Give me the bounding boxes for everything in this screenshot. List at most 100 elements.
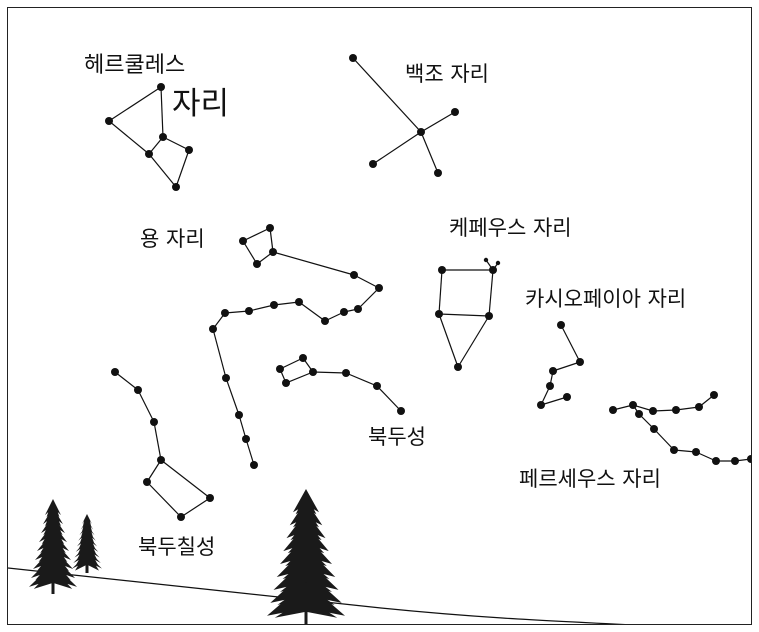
cassiopeia-label: 카시오페이아 자리 (525, 289, 686, 310)
star (245, 307, 253, 315)
bigdipper-edge (147, 482, 181, 517)
star (649, 407, 657, 415)
star (276, 365, 284, 373)
star (282, 379, 290, 387)
bigdipper-edge (138, 390, 154, 422)
star (397, 407, 405, 415)
draco-edge (243, 228, 270, 241)
star (635, 410, 643, 418)
star (695, 403, 703, 411)
cygnus-label: 백조 자리 (405, 64, 489, 85)
draco-label: 용 자리 (140, 229, 205, 250)
star (105, 117, 113, 125)
star (557, 321, 565, 329)
star (143, 478, 151, 486)
draco-stars (209, 224, 383, 469)
star (321, 317, 329, 325)
littledipper-lines (280, 358, 401, 411)
cepheus-edge (439, 314, 458, 367)
bigdipper-edge (154, 422, 161, 460)
star (270, 301, 278, 309)
hercules-edge (109, 121, 149, 154)
star (111, 368, 119, 376)
draco-edge (213, 329, 226, 378)
perseus-edge (751, 437, 752, 459)
star (209, 325, 217, 333)
draco-edge (354, 275, 379, 288)
cepheus-edge (439, 270, 442, 314)
star (157, 83, 165, 91)
littledipper-edge (346, 373, 377, 386)
littledipper-edge (286, 372, 313, 383)
star (242, 435, 250, 443)
big-dipper-label: 북두칠성 (138, 537, 215, 558)
star (537, 401, 545, 409)
star (417, 128, 425, 136)
star (373, 382, 381, 390)
star (134, 386, 142, 394)
cassiopeia-lines (541, 325, 580, 405)
star (266, 224, 274, 232)
star (546, 382, 554, 390)
perseus-label: 페르세우스 자리 (519, 469, 661, 490)
bigdipper-edge (161, 460, 210, 498)
littledipper-edge (313, 372, 346, 373)
star (576, 358, 584, 366)
bigdipper-edge (181, 498, 210, 517)
star (451, 108, 459, 116)
cassiopeia-stars (537, 321, 584, 409)
draco-edge (358, 288, 379, 309)
draco-edge (273, 252, 354, 275)
pine-tree-small (72, 514, 102, 573)
star (150, 418, 158, 426)
perseus-stars (609, 391, 752, 465)
star (350, 271, 358, 279)
star (342, 369, 350, 377)
star (250, 461, 258, 469)
draco-edge (243, 241, 257, 264)
constellation-map (8, 8, 752, 625)
cygnus-edge (421, 132, 438, 173)
star (157, 456, 165, 464)
star (692, 448, 700, 456)
star (454, 363, 462, 371)
star (670, 446, 678, 454)
star (222, 374, 230, 382)
star-map-frame (7, 7, 752, 625)
little-dipper-label: 북두성 (368, 427, 426, 448)
star (295, 298, 303, 306)
star (340, 308, 348, 316)
draco-edge (226, 378, 239, 415)
star (269, 248, 277, 256)
star (185, 146, 193, 154)
star (206, 494, 214, 502)
hercules-edge (176, 150, 189, 187)
star (172, 183, 180, 191)
draco-lines (213, 228, 379, 465)
draco-edge (299, 302, 325, 321)
star (253, 260, 261, 268)
star (731, 457, 739, 465)
bigdipper-lines (115, 372, 210, 517)
hercules-label-1: 헤르쿨레스 (84, 55, 185, 77)
cepheus-edge (458, 316, 489, 367)
star (629, 401, 637, 409)
star (710, 391, 718, 399)
star (438, 266, 446, 274)
star (712, 457, 720, 465)
star (221, 309, 229, 317)
star (609, 406, 617, 414)
littledipper-stars (276, 354, 405, 415)
cepheus-edge (439, 314, 489, 316)
perseus-edge (654, 429, 674, 450)
star (549, 367, 557, 375)
star (235, 411, 243, 419)
hercules-edge (163, 137, 189, 150)
star (563, 393, 571, 401)
star (239, 237, 247, 245)
draco-edge (246, 439, 254, 465)
star (650, 425, 658, 433)
ground-line (8, 568, 752, 625)
hercules-label-2: 자리 (172, 89, 229, 120)
bigdipper-edge (115, 372, 138, 390)
